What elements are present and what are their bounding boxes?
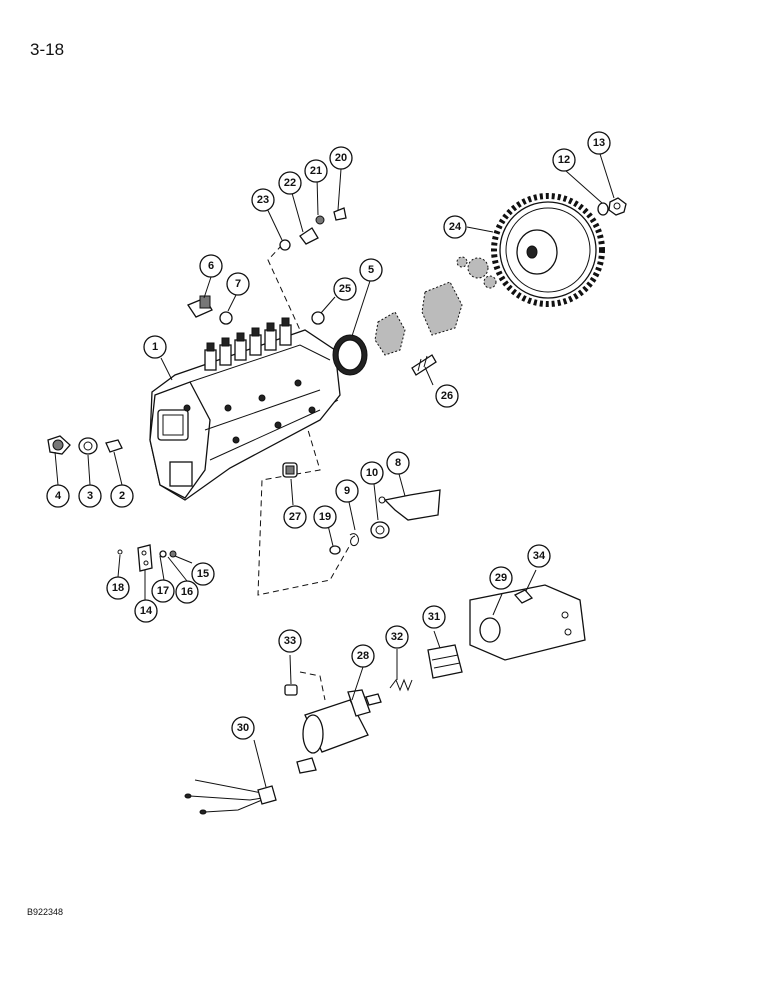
solenoid-bolt [284, 684, 298, 696]
plug [282, 462, 298, 478]
callout-9: 9 [335, 479, 359, 503]
callout-15: 15 [191, 562, 215, 586]
callout-33: 33 [278, 629, 302, 653]
svg-text:33: 33 [284, 635, 296, 647]
wiring-harness [184, 779, 277, 815]
svg-text:22: 22 [284, 177, 296, 189]
callout-30: 30 [231, 716, 255, 740]
figure-code: B922348 [27, 907, 64, 917]
svg-text:25: 25 [339, 283, 351, 295]
gear-hub-parts [374, 256, 497, 356]
svg-text:31: 31 [428, 611, 440, 623]
svg-text:8: 8 [395, 457, 401, 469]
callout-10: 10 [360, 461, 384, 485]
rubber-boot [427, 644, 463, 679]
callout-2: 2 [110, 484, 134, 508]
callout-17: 17 [151, 579, 175, 603]
svg-text:10: 10 [366, 467, 378, 479]
svg-text:18: 18 [112, 582, 124, 594]
callouts: 1 2 3 4 5 6 7 8 9 10 12 13 14 15 16 17 1… [46, 131, 611, 740]
stop-lever-parts [329, 489, 441, 555]
large-seal-ring [332, 334, 368, 376]
callout-4: 4 [46, 484, 70, 508]
svg-text:17: 17 [157, 585, 169, 597]
callout-23: 23 [251, 188, 275, 212]
inlet-fittings [47, 435, 123, 455]
svg-text:30: 30 [237, 722, 249, 734]
svg-text:5: 5 [368, 264, 374, 276]
callout-21: 21 [304, 159, 328, 183]
callout-20: 20 [329, 146, 353, 170]
svg-text:16: 16 [181, 586, 193, 598]
callout-19: 19 [313, 505, 337, 529]
svg-text:4: 4 [55, 490, 62, 502]
drive-gear [491, 193, 605, 307]
svg-text:13: 13 [593, 137, 605, 149]
callout-29: 29 [489, 566, 513, 590]
o-ring-small [311, 311, 325, 325]
svg-text:1: 1 [152, 341, 158, 353]
svg-text:24: 24 [449, 221, 462, 233]
callout-1: 1 [143, 335, 167, 359]
svg-text:23: 23 [257, 194, 269, 206]
callout-25: 25 [333, 277, 357, 301]
stud [411, 354, 437, 376]
callout-3: 3 [78, 484, 102, 508]
assembly-dashed-lines [257, 244, 351, 701]
svg-text:28: 28 [357, 650, 369, 662]
callout-7: 7 [226, 272, 250, 296]
svg-text:12: 12 [558, 154, 570, 166]
callout-6: 6 [199, 254, 223, 278]
callout-16: 16 [175, 580, 199, 604]
svg-text:29: 29 [495, 572, 507, 584]
callout-27: 27 [283, 505, 307, 529]
callout-13: 13 [587, 131, 611, 155]
callout-24: 24 [443, 215, 467, 239]
svg-text:15: 15 [197, 568, 209, 580]
callout-31: 31 [422, 605, 446, 629]
callout-22: 22 [278, 171, 302, 195]
callout-28: 28 [351, 644, 375, 668]
callout-32: 32 [385, 625, 409, 649]
banjo-bolt [187, 295, 233, 325]
page-number: 3-18 [30, 40, 65, 59]
callout-8: 8 [386, 451, 410, 475]
svg-text:32: 32 [391, 631, 403, 643]
injection-pump [149, 317, 341, 501]
svg-text:3: 3 [87, 490, 93, 502]
svg-text:27: 27 [289, 511, 301, 523]
callout-5: 5 [359, 258, 383, 282]
callout-12: 12 [552, 148, 576, 172]
callout-18: 18 [106, 576, 130, 600]
svg-text:20: 20 [335, 152, 347, 164]
delivery-valve-holders [204, 317, 292, 371]
gear-nut [597, 197, 627, 216]
callout-14: 14 [134, 599, 158, 623]
fuel-shutoff-solenoid [296, 689, 382, 774]
svg-text:6: 6 [208, 260, 214, 272]
svg-text:26: 26 [441, 390, 453, 402]
svg-text:34: 34 [533, 550, 546, 562]
svg-text:9: 9 [344, 485, 350, 497]
upper-small-parts [279, 207, 347, 251]
plunger-spring [389, 678, 413, 692]
svg-text:7: 7 [235, 278, 241, 290]
svg-text:2: 2 [119, 490, 125, 502]
callout-26: 26 [435, 384, 459, 408]
svg-text:19: 19 [319, 511, 331, 523]
leader-lines [54, 153, 615, 788]
bracket-small-parts [117, 544, 177, 572]
svg-text:21: 21 [310, 165, 322, 177]
svg-text:14: 14 [140, 605, 153, 617]
callout-34: 34 [527, 544, 551, 568]
solenoid-bracket [469, 584, 586, 661]
